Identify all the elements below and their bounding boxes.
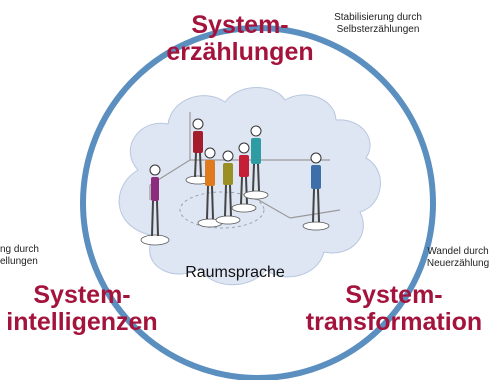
left-note-line2: ellungen — [0, 256, 38, 267]
figure-right — [302, 152, 330, 231]
right-note: Wandel durch Neuerzählung — [420, 246, 496, 270]
left-title: System- intelligenzen — [2, 282, 162, 336]
top-title: System- erzählungen — [160, 12, 320, 66]
top-title-line1: System- — [191, 11, 289, 39]
right-title-line2: transformation — [305, 308, 483, 336]
top-title-line2: erzählungen — [166, 38, 314, 66]
right-note-line2: Neuerzählung — [426, 258, 490, 269]
center-label: Raumsprache — [185, 264, 285, 281]
right-note-line1: Wandel durch — [427, 246, 489, 257]
left-note-line1: ng durch — [0, 244, 39, 255]
figure-olive — [215, 150, 241, 225]
left-title-line1: System- — [33, 281, 131, 309]
top-note-line2: Selbsterzählungen — [336, 24, 420, 35]
figure-orange — [197, 147, 223, 228]
cloud-shape — [118, 87, 381, 286]
right-title: System- transformation — [298, 282, 490, 336]
figure-red-front — [231, 142, 257, 213]
top-note: Stabilisierung durch Selbsterzählungen — [318, 12, 438, 36]
left-note: ng durch ellungen — [0, 244, 50, 268]
dashed-area — [179, 191, 265, 229]
top-note-line1: Stabilisierung durch — [334, 12, 422, 23]
cycle-ring — [80, 25, 436, 380]
figure-left — [140, 164, 170, 246]
right-title-line1: System- — [345, 281, 443, 309]
figure-teal — [243, 125, 269, 200]
left-title-line2: intelligenzen — [6, 308, 158, 336]
figure-top-red — [185, 118, 211, 185]
